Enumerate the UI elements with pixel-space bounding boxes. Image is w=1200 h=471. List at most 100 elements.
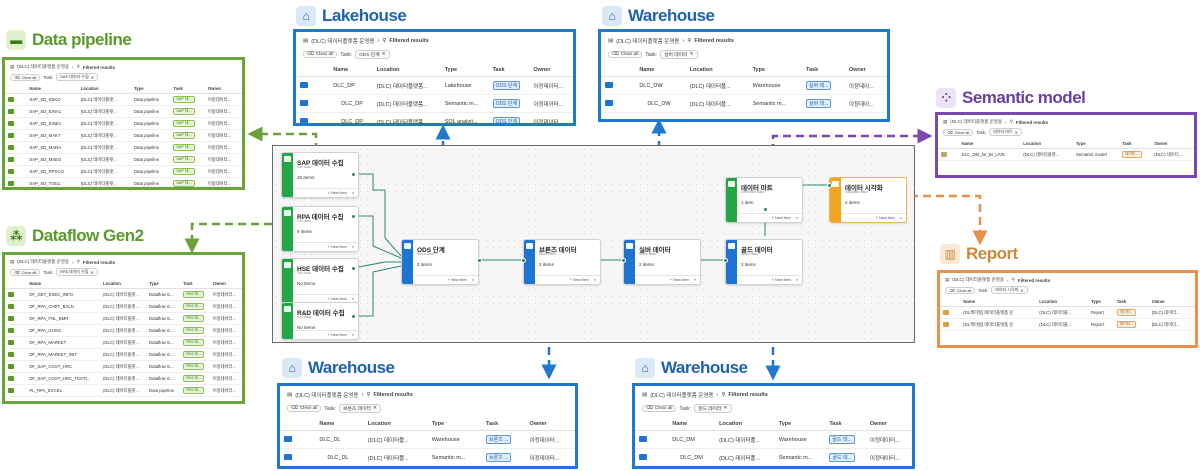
attach-icon[interactable]: ⌕ — [795, 278, 798, 282]
node-gold[interactable]: 골드 데이터 Store data 2 items + New item⌕ — [725, 239, 803, 285]
table-row[interactable]: DF_RPA_FNL_BMR(DLC) 데이터플랫...Dataflow G..… — [5, 312, 242, 325]
table-row[interactable]: DF_GET_EXEC_INFO(DLC) 데이터플랫...Dataflow G… — [5, 288, 242, 301]
col-name[interactable]: Name — [958, 139, 1021, 149]
col-owner[interactable]: Owner — [209, 279, 242, 289]
col-name[interactable]: Name — [26, 279, 100, 289]
connector-dot[interactable] — [763, 207, 768, 212]
workspace-name[interactable]: (DLC) 데이터플랫폼 운영용 — [17, 64, 70, 69]
col-task[interactable]: Task — [1119, 139, 1152, 149]
col-location[interactable]: Location — [685, 64, 749, 77]
col-type[interactable]: Type — [1088, 297, 1114, 307]
close-icon[interactable]: ✕ — [723, 406, 728, 411]
col-location[interactable]: Location — [715, 418, 775, 431]
clear-all-button[interactable]: ⌫Clear all — [303, 51, 338, 58]
close-icon[interactable]: ✕ — [90, 74, 95, 80]
col-name[interactable]: Name — [960, 297, 1037, 307]
task-badge[interactable]: SAP 데... — [173, 156, 195, 163]
task-badge[interactable]: RPA 데... — [183, 363, 205, 370]
col-task[interactable]: Task — [170, 84, 205, 94]
node-hse[interactable]: HSE 데이터 수집 Get data No items + New item⌕ — [281, 258, 359, 304]
task-badge[interactable]: ODS 단계 — [492, 81, 521, 90]
task-badge[interactable]: 브론즈 ... — [486, 453, 512, 462]
task-badge[interactable]: 데이터... — [1116, 321, 1137, 328]
new-item-button[interactable]: + New item — [771, 216, 791, 220]
node-mart[interactable]: 데이터 마트 Distribute data 1 item + New item… — [725, 177, 803, 223]
new-item-button[interactable]: + New item — [569, 278, 589, 282]
attach-icon[interactable]: ⌕ — [795, 216, 798, 220]
table-row[interactable]: DLC_DM(DLC) 데이터플...Semantic m...골드 데...이… — [635, 448, 912, 466]
node-silver[interactable]: 실버 데이터 Store data 2 items + New item⌕ — [623, 239, 701, 285]
attach-icon[interactable]: ⌕ — [351, 297, 354, 301]
table-row[interactable]: DF_RPA_GHGS(DLC) 데이터플랫...Dataflow G...RP… — [5, 324, 242, 337]
table-row[interactable]: DLC_DL(DLC) 데이터플...Semantic m...브론즈 ...이… — [280, 448, 575, 466]
task-filter-chip[interactable]: ODS 단계✕ — [355, 50, 390, 59]
node-bronze[interactable]: 브론즈 데이터 Store data 2 items + New item⌕ — [523, 239, 601, 285]
task-badge[interactable]: ODS 단계 — [492, 117, 521, 123]
task-badge[interactable]: SAP 데... — [173, 96, 195, 103]
new-item-button[interactable]: + New item — [327, 297, 347, 301]
close-icon[interactable]: ✕ — [381, 52, 386, 57]
col-type[interactable]: Type — [774, 418, 826, 431]
col-type[interactable]: Type — [427, 418, 483, 431]
table-row[interactable]: DLC_DM_for_BI_LIVE(DLC) 데이터플랫...Semantic… — [938, 148, 1194, 161]
col-type[interactable]: Type — [1072, 139, 1120, 149]
task-badge[interactable]: RPA 데... — [183, 315, 205, 322]
col-location[interactable]: Location — [1036, 297, 1089, 307]
task-filter-chip[interactable]: SAP 데이터 수집✕ — [56, 73, 99, 81]
col-location[interactable]: Location — [1020, 139, 1073, 149]
clear-all-button[interactable]: ⌫Clear all — [287, 405, 322, 412]
task-filter-chip[interactable]: 골드 데이터✕ — [694, 404, 732, 413]
close-icon[interactable]: ✕ — [689, 52, 694, 57]
col-task[interactable]: Task — [825, 418, 866, 431]
connector-dot[interactable] — [351, 214, 356, 219]
col-task[interactable]: Task — [482, 418, 526, 431]
node-ods[interactable]: ODS 단계 Store data 3 items + New item⌕ — [401, 239, 479, 285]
col-task[interactable]: Task — [802, 64, 845, 77]
connector-dot[interactable] — [621, 258, 626, 263]
workspace-name[interactable]: (DLC) 데이터플랫폼 운영용 — [295, 393, 359, 399]
col-owner[interactable]: Owner — [844, 64, 887, 77]
node-rnd[interactable]: R&D 데이터 수집 Get data No items + New item⌕ — [281, 302, 359, 340]
task-badge[interactable]: 골드 데... — [829, 453, 855, 462]
task-badge[interactable]: RPA 데... — [183, 351, 205, 358]
table-row[interactable]: DLC_DW(DLC) 데이터플...Semantic m...실버 데...이… — [601, 94, 887, 113]
connector-dot[interactable] — [351, 314, 356, 319]
col-owner[interactable]: Owner — [529, 64, 573, 77]
connector-dot[interactable] — [351, 266, 356, 271]
node-rpa[interactable]: RPA 데이터 수집 Get data 9 items + New item⌕ — [281, 206, 359, 252]
col-location[interactable]: Location — [363, 418, 428, 431]
col-name[interactable]: Name — [668, 418, 716, 431]
task-filter-chip[interactable]: 데이터 마트✕ — [989, 128, 1022, 136]
new-item-button[interactable]: + New item — [771, 278, 791, 282]
table-row[interactable]: DF_RPA_MARKET(DLC) 데이터플랫...Dataflow G...… — [5, 336, 242, 349]
col-type[interactable]: Type — [440, 64, 489, 77]
col-owner[interactable]: Owner — [525, 418, 575, 431]
task-filter-chip[interactable]: 브론즈 데이터✕ — [339, 404, 381, 413]
new-item-button[interactable]: + New item — [327, 245, 347, 249]
connector-dot[interactable] — [827, 183, 832, 188]
col-location[interactable]: Location — [77, 84, 131, 94]
col-name[interactable]: Name — [329, 64, 373, 77]
task-filter-chip[interactable]: 데이터 시각화✕ — [991, 286, 1028, 294]
attach-icon[interactable]: ⌕ — [693, 278, 696, 282]
col-task[interactable]: Task — [1113, 297, 1149, 307]
new-item-button[interactable]: + New item — [327, 333, 347, 337]
workspace-name[interactable]: (DLC) 데이터플랫폼 운영용 — [952, 277, 1005, 282]
col-type[interactable]: Type — [748, 64, 803, 77]
task-badge[interactable]: 실버 데... — [806, 81, 832, 90]
new-item-button[interactable]: + New item — [447, 278, 467, 282]
col-owner[interactable]: Owner — [1148, 297, 1195, 307]
task-badge[interactable]: SAP 데... — [173, 120, 195, 127]
col-owner[interactable]: Owner — [1151, 139, 1194, 149]
close-icon[interactable]: ✕ — [90, 269, 94, 275]
